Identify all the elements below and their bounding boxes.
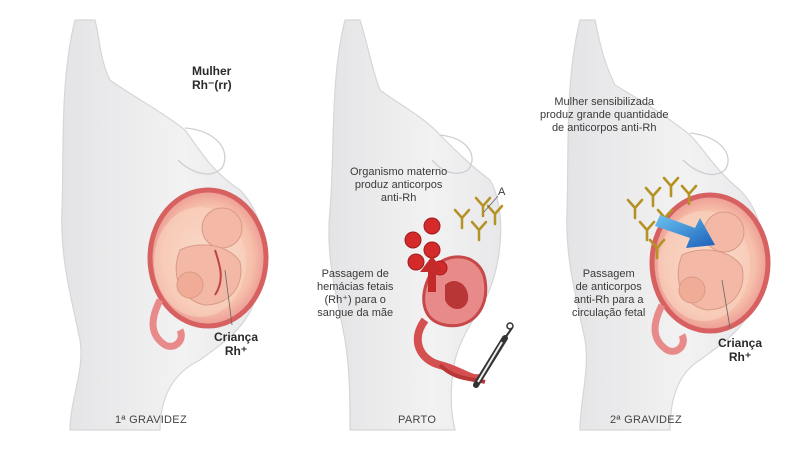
panel-2-figure [329, 20, 513, 430]
antibody-passage-label: Passagem de anticorpos anti-Rh para a ci… [572, 268, 645, 320]
panel-3-figure [567, 20, 768, 430]
mother-label: Mulher Rh⁻(rr) [192, 64, 232, 92]
caption-second-pregnancy: 2ª GRAVIDEZ [610, 414, 682, 426]
antibody-marker-label: A [498, 186, 505, 199]
caption-first-pregnancy: 1ª GRAVIDEZ [115, 414, 187, 426]
child-label-3: Criança Rh⁺ [718, 336, 762, 364]
syringe-icon [476, 323, 513, 385]
antibodies-label: Organismo materno produz anticorpos anti… [350, 166, 447, 205]
panel-1-figure [62, 20, 266, 430]
caption-delivery: PARTO [398, 414, 436, 426]
child-label-1: Criança Rh⁺ [214, 330, 258, 358]
sensitized-label: Mulher sensibilizada produz grande quant… [540, 96, 668, 135]
red-cell-passage-label: Passagem de hemácias fetais (Rh⁺) para o… [317, 268, 393, 320]
